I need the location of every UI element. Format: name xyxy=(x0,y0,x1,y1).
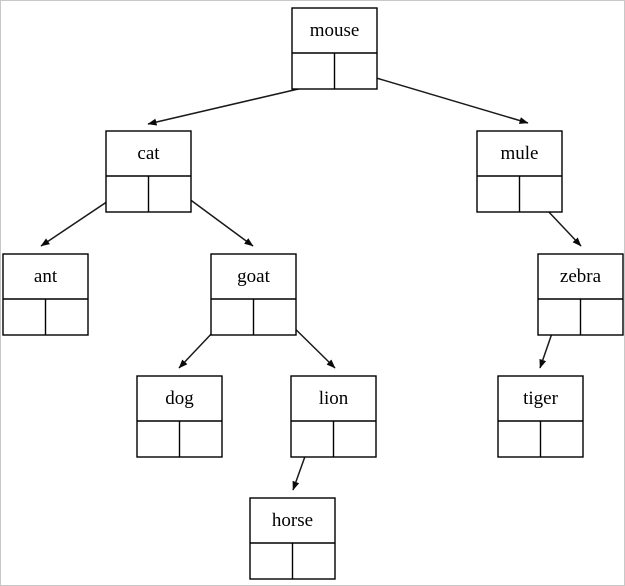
node-label-lion: lion xyxy=(319,388,349,409)
tree-node-tiger[interactable]: tiger xyxy=(497,375,584,458)
node-label-goat: goat xyxy=(237,266,270,287)
node-label-ant: ant xyxy=(34,266,58,287)
node-right-pointer-cell-mule[interactable] xyxy=(520,176,563,212)
tree-node-mule[interactable]: mule xyxy=(476,130,563,213)
node-label-mouse: mouse xyxy=(310,20,360,41)
node-left-pointer-cell-dog[interactable] xyxy=(137,421,180,457)
node-label-mule: mule xyxy=(501,143,539,164)
tree-node-zebra[interactable]: zebra xyxy=(537,253,624,336)
node-left-pointer-cell-ant[interactable] xyxy=(3,299,46,335)
node-left-pointer-cell-cat[interactable] xyxy=(106,176,149,212)
nodes-layer: mouse cat mule ant goat zebra dog lion tiger hors… xyxy=(2,7,624,580)
node-right-pointer-cell-goat[interactable] xyxy=(254,299,297,335)
tree-node-lion[interactable]: lion xyxy=(290,375,377,458)
node-right-pointer-cell-ant[interactable] xyxy=(46,299,89,335)
node-left-pointer-cell-lion[interactable] xyxy=(291,421,334,457)
node-right-pointer-cell-horse[interactable] xyxy=(293,543,336,579)
node-label-zebra: zebra xyxy=(560,266,602,287)
node-right-pointer-cell-lion[interactable] xyxy=(334,421,377,457)
node-right-pointer-cell-zebra[interactable] xyxy=(581,299,624,335)
node-right-pointer-cell-mouse[interactable] xyxy=(335,53,378,89)
node-right-pointer-cell-dog[interactable] xyxy=(180,421,223,457)
node-left-pointer-cell-mouse[interactable] xyxy=(292,53,335,89)
tree-node-cat[interactable]: cat xyxy=(105,130,192,213)
tree-node-horse[interactable]: horse xyxy=(249,497,336,580)
node-right-pointer-cell-tiger[interactable] xyxy=(541,421,584,457)
node-left-pointer-cell-zebra[interactable] xyxy=(538,299,581,335)
tree-node-goat[interactable]: goat xyxy=(210,253,297,336)
tree-node-ant[interactable]: ant xyxy=(2,253,89,336)
node-label-cat: cat xyxy=(137,143,160,164)
node-left-pointer-cell-goat[interactable] xyxy=(211,299,254,335)
node-box-dog xyxy=(136,375,223,458)
node-label-tiger: tiger xyxy=(523,388,558,409)
tree-node-dog[interactable]: dog xyxy=(136,375,223,458)
node-label-horse: horse xyxy=(272,510,313,531)
node-left-pointer-cell-horse[interactable] xyxy=(250,543,293,579)
node-left-pointer-cell-mule[interactable] xyxy=(477,176,520,212)
tree-node-mouse[interactable]: mouse xyxy=(291,7,378,90)
node-right-pointer-cell-cat[interactable] xyxy=(149,176,192,212)
node-left-pointer-cell-tiger[interactable] xyxy=(498,421,541,457)
node-label-dog: dog xyxy=(165,388,194,409)
tree-edge-mouse-left-cat xyxy=(147,82,325,126)
